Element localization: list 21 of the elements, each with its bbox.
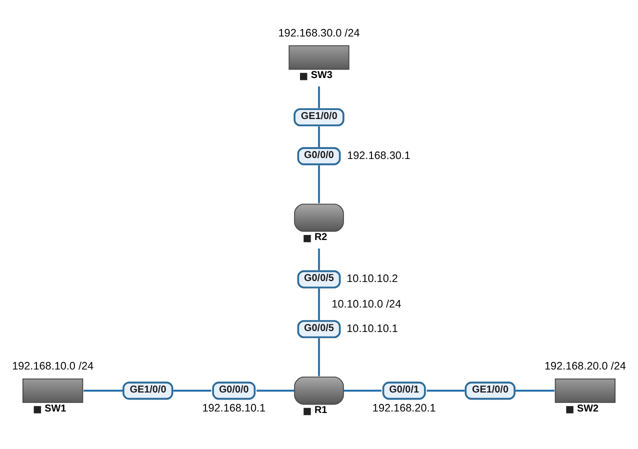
node-label: 10.10.10.2	[346, 272, 398, 285]
connector	[426, 389, 465, 392]
node-label: 192.168.10.1	[202, 402, 266, 414]
connector	[318, 338, 320, 376]
node-label: 192.168.10.0 /24	[12, 360, 94, 372]
node-label: 192.168.20.0 /24	[544, 360, 626, 372]
node-label: 192.168.20.1	[372, 402, 436, 414]
node-label: 192.168.30.1	[347, 149, 410, 162]
connector	[318, 248, 320, 270]
connector	[318, 126, 320, 147]
connector	[318, 164, 320, 203]
connector	[318, 86, 320, 108]
edge-label: 10.10.10.0 /24	[332, 298, 402, 310]
connector	[343, 389, 382, 392]
connector	[256, 389, 295, 392]
connector	[318, 288, 320, 320]
connector	[515, 389, 554, 392]
connector	[84, 389, 123, 392]
node-label: 10.10.10.1	[346, 322, 398, 334]
node-label: 192.168.30.0 /24	[278, 26, 360, 39]
connector	[173, 389, 212, 392]
